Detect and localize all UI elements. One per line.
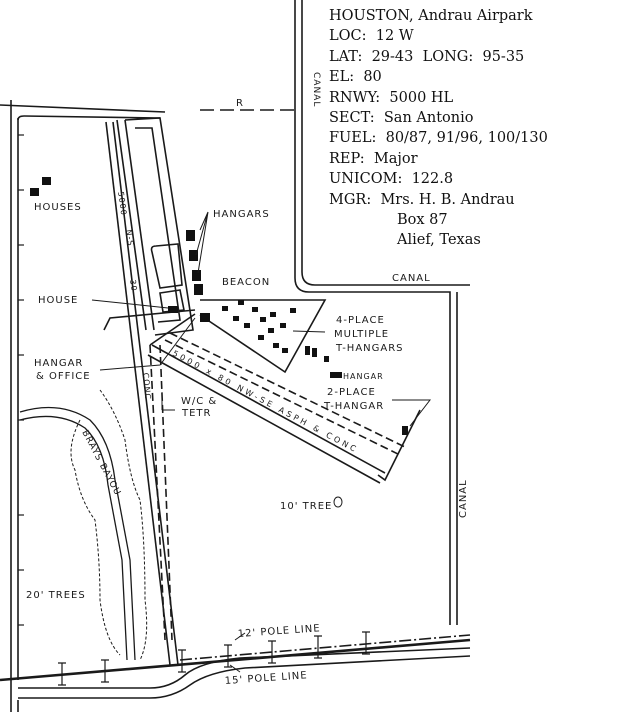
label-wc-2: TETR [181, 408, 211, 419]
runway-nwse [103, 299, 421, 484]
info-unicom: UNICOM: 122.8 [329, 171, 454, 188]
runway-ns [105, 117, 194, 666]
label-hangars: HANGARS [213, 209, 270, 220]
label-house: HOUSE [38, 295, 78, 306]
label-canal-right: CANAL [458, 479, 469, 518]
label-r: R [236, 98, 244, 109]
lots [150, 243, 185, 313]
label-rwy-ns-length: 5000 [116, 191, 128, 216]
label-houses: HOUSES [34, 202, 82, 213]
label-canal-top: CANAL [311, 72, 321, 107]
label-wc-1: W/C & [181, 396, 217, 407]
info-elevation: EL: 80 [329, 69, 382, 86]
info-runway: RNWY: 5000 HL [329, 89, 454, 106]
left-road [0, 100, 471, 712]
label-hangar-office-1: HANGAR [34, 358, 83, 369]
info-sectional: SECT: San Antonio [329, 110, 474, 127]
info-fuel: FUEL: 80/87, 91/96, 100/130 [329, 130, 548, 147]
brays-bayou [19, 389, 148, 661]
info-repair: REP: Major [329, 150, 418, 167]
hangar-building [186, 230, 195, 241]
info-manager: MGR: Mrs. H. B. Andrau [329, 191, 515, 208]
label-rwy-ns-dir: N-S [124, 229, 135, 247]
label-multi-3: T-HANGARS [335, 343, 404, 354]
label-two-place-1: 2-PLACE [327, 387, 376, 398]
label-hangar: HANGAR [343, 372, 384, 381]
canal [294, 0, 470, 625]
label-15-pole-line: 15' POLE LINE [224, 670, 308, 687]
label-beacon: BEACON [222, 277, 270, 288]
airport-info-block: HOUSTON, Andrau Airpark LOC: 12 W LAT: 2… [329, 6, 548, 251]
label-rwy-ns-width: 30 [128, 279, 139, 292]
label-10-tree: 10' TREE [280, 501, 332, 512]
label-multi-1: 4-PLACE [336, 315, 385, 326]
info-address-2: Alief, Texas [397, 232, 481, 249]
label-12-pole-line: 12' POLE LINE [237, 623, 321, 640]
pole-lines [0, 631, 471, 686]
label-brays-bayou: BRAYS BAYOU [79, 429, 122, 498]
airport-title: HOUSTON, Andrau Airpark [329, 8, 533, 24]
label-conc: CONC [141, 372, 152, 400]
label-multi-2: MULTIPLE [334, 329, 389, 340]
label-hangar-office-2: & OFFICE [36, 371, 91, 382]
info-loc: LOC: 12 W [329, 28, 414, 45]
buildings [30, 177, 408, 435]
info-lat-long: LAT: 29-43 LONG: 95-35 [329, 48, 525, 65]
info-address-1: Box 87 [397, 212, 448, 229]
tree-icon [333, 496, 343, 508]
label-two-place-2: T-HANGAR [323, 401, 384, 412]
label-canal-mid: CANAL [392, 273, 431, 284]
leader-lines [91, 211, 432, 673]
label-20-trees: 20' TREES [26, 590, 86, 601]
